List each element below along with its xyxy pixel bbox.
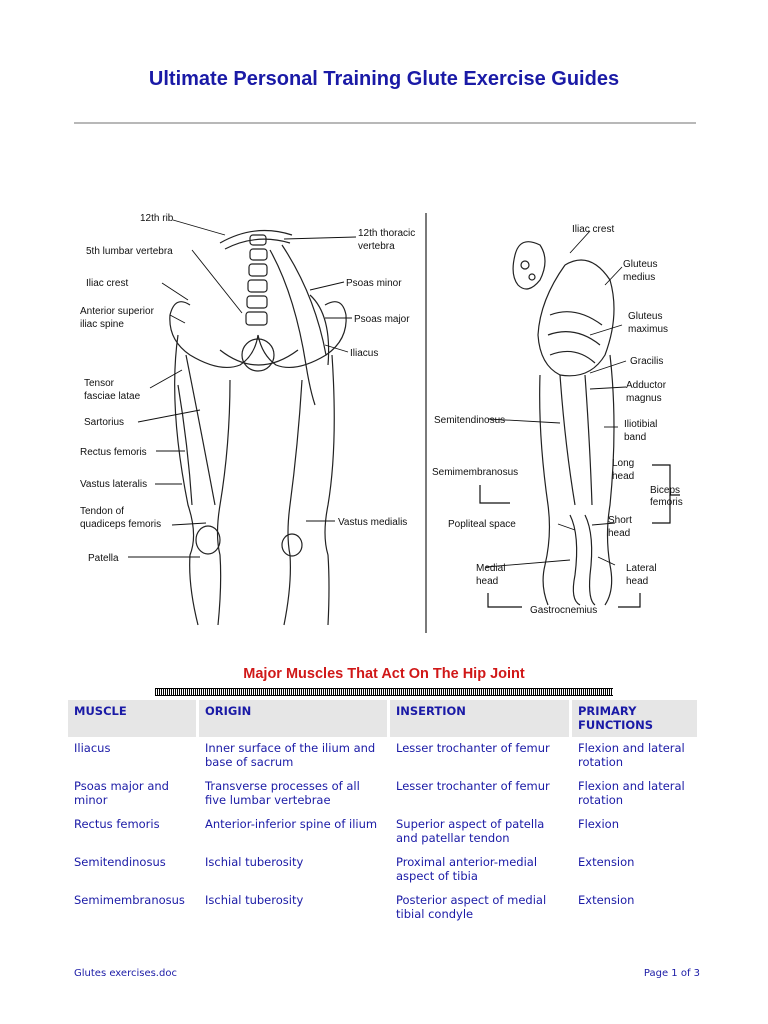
cell-origin: Transverse processes of all five lumbar … bbox=[205, 779, 360, 807]
cell-functions: Extension bbox=[578, 855, 635, 869]
anatomy-illustration: 12th rib 5th lumbar vertebra Iliac crest… bbox=[80, 213, 683, 633]
label-semitendinosus: Semitendinosus bbox=[434, 415, 505, 426]
label-gluteus-maximus-2: maximus bbox=[628, 324, 668, 335]
col-header-functions: PRIMARY FUNCTIONS bbox=[572, 700, 700, 737]
label-gastrocnemius: Gastrocnemius bbox=[530, 605, 597, 616]
anatomy-figure: 12th rib 5th lumbar vertebra Iliac crest… bbox=[70, 205, 700, 635]
back-view-drawing bbox=[512, 241, 615, 606]
label-gracilis: Gracilis bbox=[630, 356, 663, 367]
label-tendon-1: Tendon of bbox=[80, 506, 124, 517]
label-12th-rib: 12th rib bbox=[140, 213, 174, 224]
cell-muscle: Rectus femoris bbox=[74, 817, 160, 831]
front-labels: 12th rib 5th lumbar vertebra Iliac crest… bbox=[80, 213, 415, 564]
label-12th-thoracic-2: vertebra bbox=[358, 241, 395, 252]
cell-muscle: Iliacus bbox=[74, 741, 111, 755]
label-gluteus-medius-1: Gluteus bbox=[623, 259, 657, 270]
label-rectus-femoris: Rectus femoris bbox=[80, 447, 147, 458]
cell-insertion: Lesser trochanter of femur bbox=[396, 741, 550, 755]
table-header-row: MUSCLE ORIGIN INSERTION PRIMARY FUNCTION… bbox=[68, 700, 700, 737]
front-leader-lines bbox=[128, 219, 357, 558]
label-asis-2: iliac spine bbox=[80, 319, 124, 330]
label-iliac-crest-front: Iliac crest bbox=[86, 278, 128, 289]
label-vastus-lateralis: Vastus lateralis bbox=[80, 479, 147, 490]
label-medial-head-1: Medial bbox=[476, 563, 505, 574]
table-row: Semimembranosus Ischial tuberosity Poste… bbox=[68, 889, 700, 927]
cell-insertion: Proximal anterior-medial aspect of tibia bbox=[396, 855, 538, 883]
table-row: Rectus femoris Anterior-inferior spine o… bbox=[68, 813, 700, 851]
label-popliteal-space: Popliteal space bbox=[448, 519, 516, 530]
title-divider bbox=[74, 122, 696, 124]
label-semimembranosus: Semimembranosus bbox=[432, 467, 518, 478]
cell-muscle: Semitendinosus bbox=[74, 855, 166, 869]
label-lateral-head-2: head bbox=[626, 576, 648, 587]
cell-origin: Anterior-inferior spine of ilium bbox=[205, 817, 378, 831]
label-iliac-crest-back: Iliac crest bbox=[572, 224, 614, 235]
label-psoas-minor: Psoas minor bbox=[346, 278, 402, 289]
label-tensor-2: fasciae latae bbox=[84, 391, 141, 402]
back-brackets bbox=[479, 464, 680, 608]
label-gluteus-maximus-1: Gluteus bbox=[628, 311, 662, 322]
col-header-insertion: INSERTION bbox=[390, 700, 572, 737]
footer-page-number: Page 1 of 3 bbox=[643, 968, 700, 979]
back-leader-lines bbox=[485, 230, 627, 568]
label-sartorius: Sartorius bbox=[84, 417, 124, 428]
table-row: Semitendinosus Ischial tuberosity Proxim… bbox=[68, 851, 700, 889]
label-iliacus: Iliacus bbox=[350, 348, 378, 359]
label-adductor-1: Adductor bbox=[626, 380, 667, 391]
front-view-drawing bbox=[169, 229, 347, 626]
cell-insertion: Superior aspect of patella and patellar … bbox=[396, 817, 545, 845]
label-short-head-2: head bbox=[608, 528, 630, 539]
cell-origin: Inner surface of the ilium and base of s… bbox=[205, 741, 376, 769]
label-long-head-2: head bbox=[612, 471, 634, 482]
label-biceps-femoris-1: Biceps bbox=[650, 485, 680, 496]
label-medial-head-2: head bbox=[476, 576, 498, 587]
label-long-head-1: Long bbox=[612, 458, 634, 469]
label-short-head-1: Short bbox=[608, 515, 632, 526]
back-labels: Iliac crest Gluteus medius Gluteus maxim… bbox=[432, 224, 683, 616]
label-iliotibial-2: band bbox=[624, 432, 646, 443]
dotted-divider bbox=[155, 688, 613, 696]
col-header-muscle: MUSCLE bbox=[68, 700, 199, 737]
label-psoas-major: Psoas major bbox=[354, 314, 410, 325]
label-asis-1: Anterior superior bbox=[80, 306, 155, 317]
cell-functions: Extension bbox=[578, 893, 635, 907]
label-patella: Patella bbox=[88, 553, 119, 564]
cell-insertion: Posterior aspect of medial tibial condyl… bbox=[396, 893, 547, 921]
col-header-origin: ORIGIN bbox=[199, 700, 390, 737]
cell-origin: Ischial tuberosity bbox=[205, 893, 304, 907]
label-5th-lumbar: 5th lumbar vertebra bbox=[86, 246, 173, 257]
cell-muscle: Psoas major and minor bbox=[74, 779, 169, 807]
table-row: Psoas major and minor Transverse process… bbox=[68, 775, 700, 813]
cell-insertion: Lesser trochanter of femur bbox=[396, 779, 550, 793]
label-vastus-medialis: Vastus medialis bbox=[338, 517, 407, 528]
footer-filename: Glutes exercises.doc bbox=[74, 968, 177, 979]
label-biceps-femoris-2: femoris bbox=[650, 497, 683, 508]
label-tendon-2: quadiceps femoris bbox=[80, 519, 161, 530]
page-title: Ultimate Personal Training Glute Exercis… bbox=[148, 68, 620, 90]
label-adductor-2: magnus bbox=[626, 393, 662, 404]
muscle-table: MUSCLE ORIGIN INSERTION PRIMARY FUNCTION… bbox=[68, 700, 700, 927]
label-iliotibial-1: Iliotibial bbox=[624, 419, 657, 430]
label-tensor-1: Tensor bbox=[84, 378, 115, 389]
cell-functions: Flexion and lateral rotation bbox=[578, 741, 685, 769]
label-gluteus-medius-2: medius bbox=[623, 272, 655, 283]
cell-functions: Flexion bbox=[578, 817, 620, 831]
table-row: Iliacus Inner surface of the ilium and b… bbox=[68, 737, 700, 775]
cell-functions: Flexion and lateral rotation bbox=[578, 779, 685, 807]
cell-muscle: Semimembranosus bbox=[74, 893, 185, 907]
label-lateral-head-1: Lateral bbox=[626, 563, 657, 574]
cell-origin: Ischial tuberosity bbox=[205, 855, 304, 869]
table-title: Major Muscles That Act On The Hip Joint bbox=[243, 666, 525, 682]
label-12th-thoracic-1: 12th thoracic bbox=[358, 228, 415, 239]
